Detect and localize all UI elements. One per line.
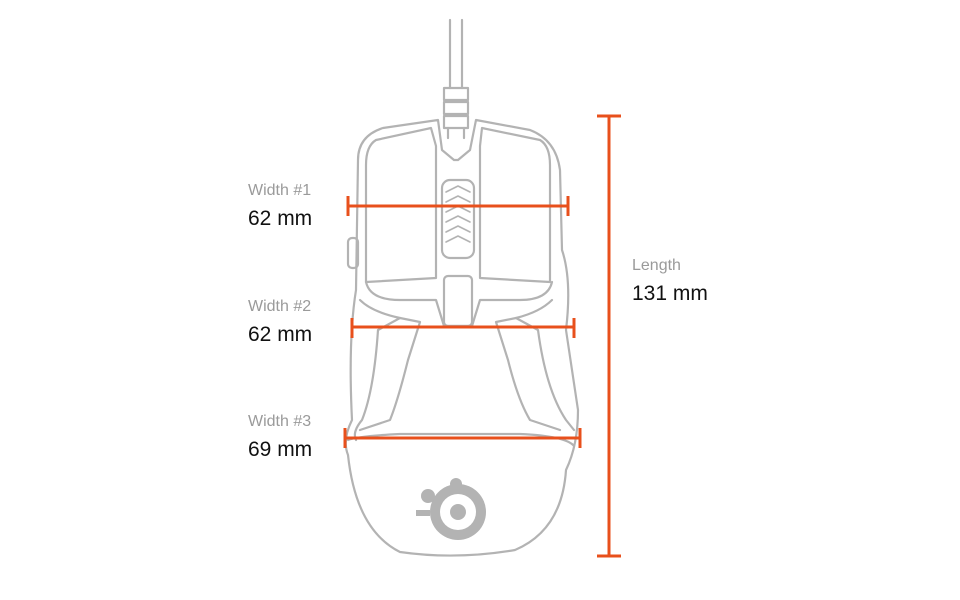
scroll-wheel	[440, 178, 476, 260]
scroll-wheel-texture	[445, 185, 471, 243]
width-1-annotation: Width #1 62 mm	[248, 181, 312, 232]
length-annotation: Length 131 mm	[632, 256, 708, 307]
width-2-value: 62 mm	[248, 323, 313, 346]
width-1-value: 62 mm	[248, 207, 313, 230]
length-label: Length	[632, 257, 681, 274]
cpi-button	[442, 274, 474, 328]
right-button	[478, 126, 552, 284]
width-3-annotation: Width #3 69 mm	[248, 412, 312, 463]
width-2-annotation: Width #2 62 mm	[248, 297, 312, 348]
width-1-label: Width #1	[248, 182, 312, 199]
steelseries-logo-icon	[416, 478, 486, 540]
width-3-label: Width #3	[248, 413, 312, 430]
palm-divider	[346, 432, 576, 448]
width-2-measure-bar	[350, 318, 576, 338]
width-3-value: 69 mm	[248, 438, 313, 461]
width-1-measure-bar	[346, 196, 570, 216]
width-2-label: Width #2	[248, 298, 312, 315]
side-button-front	[346, 236, 360, 270]
middle-panel	[364, 280, 554, 328]
left-button	[364, 126, 438, 284]
mouse-body-outline	[344, 118, 580, 557]
width-3-measure-bar	[343, 428, 582, 448]
length-measure-bar	[597, 114, 621, 558]
right-side-grip	[514, 298, 576, 432]
length-value: 131 mm	[632, 282, 708, 305]
cable	[442, 18, 470, 140]
left-side-grip	[353, 298, 402, 442]
